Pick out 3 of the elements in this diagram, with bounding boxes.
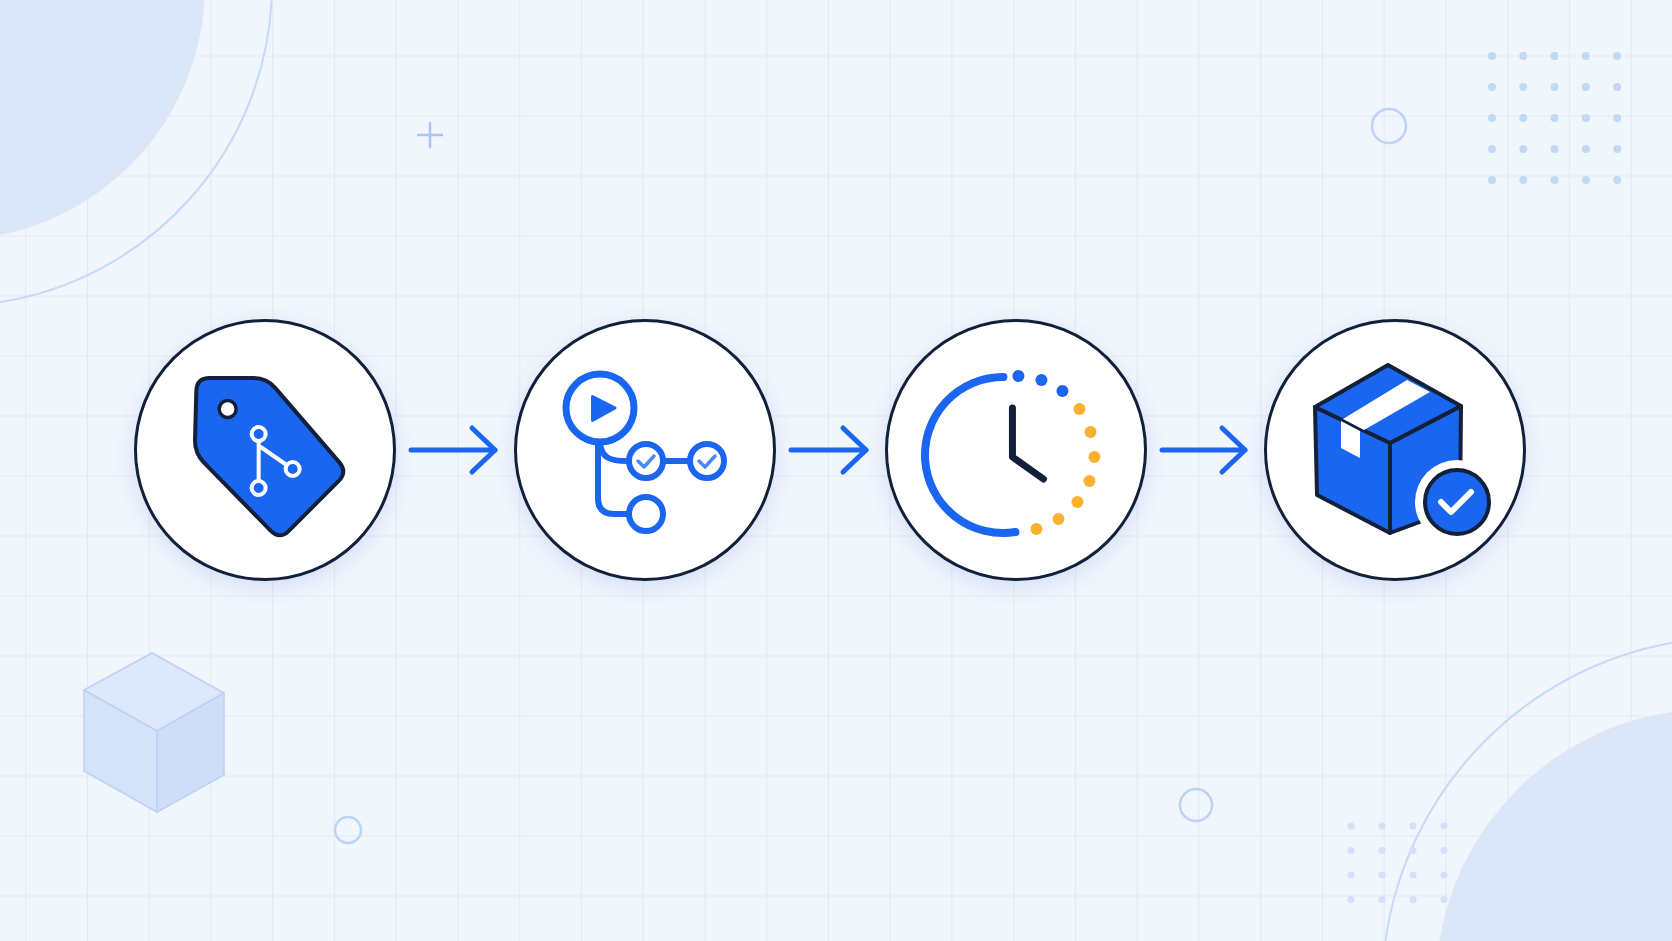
arrow xyxy=(788,425,869,475)
arrow xyxy=(1159,425,1248,475)
arrow xyxy=(408,425,498,475)
